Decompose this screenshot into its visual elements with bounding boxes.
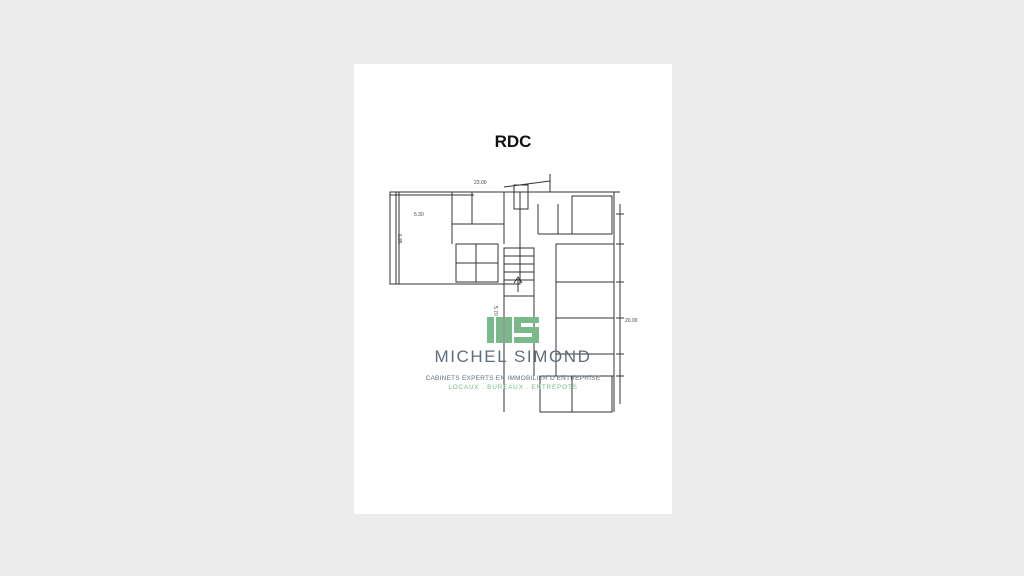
ms-logo-icon [487, 317, 539, 343]
plan-office-1 [555, 243, 615, 283]
plan-dimension-left: 6.85 [396, 234, 402, 244]
plan-office-6 [571, 375, 613, 413]
brand-subtagline: LOCAUX . BUREAUX . ENTREPOTS [448, 384, 578, 391]
watermark-logo: MICHEL SIMOND CABINETS EXPERTS EN IMMOBI… [354, 317, 672, 391]
document-sheet: RDC [354, 64, 672, 514]
plan-dimension-stair: 5.70 [492, 306, 498, 316]
brand-name: MICHEL SIMOND [434, 347, 592, 366]
plan-room-large [389, 191, 521, 285]
plan-office-2 [555, 281, 615, 319]
plan-room-area: 5.30 [414, 212, 424, 218]
floor-plan: 23.00 20.00 6.85 5.70 5.30 [389, 174, 638, 413]
plan-dimension-right: 20.00 [625, 318, 638, 324]
page-title: RDC [494, 132, 532, 151]
plan-dimension-top: 23.00 [474, 180, 487, 186]
brand-tagline: CABINETS EXPERTS EN IMMOBILIER D'ENTREPR… [425, 375, 601, 382]
